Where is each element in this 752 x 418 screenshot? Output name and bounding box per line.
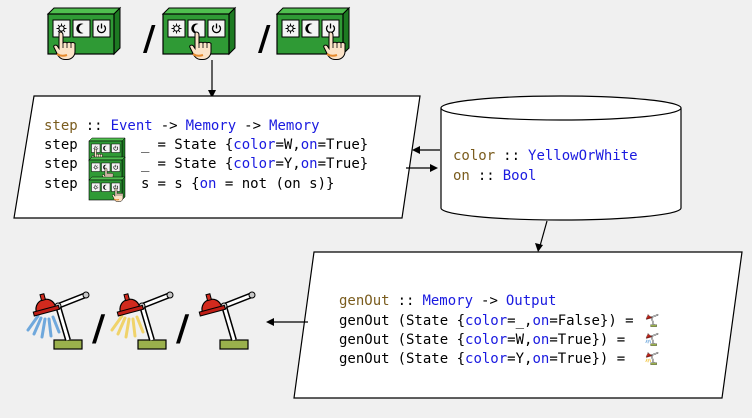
lamp-separator: / [176,308,190,349]
step-function-box: step::Event->Memory->Memory step _= Stat… [13,95,421,219]
step-line-3-fn: step [44,176,78,192]
lamp-off-icon [195,291,255,349]
panel-separator: / [258,19,271,59]
lamp-separator: / [92,308,106,349]
genout-line-2: genOut(State {color=W,on=True}) = [339,332,625,348]
memory-field-on: on::Bool [453,168,536,184]
step-line-3-rule: s= s {on = not (on s)} [141,176,334,192]
step-signature: step::Event->Memory->Memory [44,118,320,134]
control-panels-row: / / [47,7,350,61]
arrows-step-memory [406,146,440,172]
lamps-output-row: / / [28,291,255,349]
memory-field-color: color::YellowOrWhite [453,148,638,164]
lamp-yellow-light-icon [112,291,173,349]
mini-lamp-white-icon [644,332,659,347]
control-panel-sun-pressed [47,7,121,61]
panel-separator: / [143,19,156,59]
memory-cylinder: color::YellowOrWhite on::Bool [440,95,682,221]
step-line-2-rule: _= State {color=Y,on=True} [141,156,368,172]
mini-lamp-yellow-icon [644,351,659,366]
control-panel-moon-pressed [162,7,236,61]
genout-line-1: genOut(State {color=_,on=False}) = [339,313,634,329]
genout-line-3: genOut(State {color=Y,on=True}) = [339,351,625,367]
arrow-panel-to-step [208,60,216,98]
arrow-memory-to-genout [535,220,548,252]
step-line-1-fn: step [44,137,78,153]
control-panel-power-pressed [276,7,350,61]
genout-signature: genOut::Memory->Output [339,293,556,309]
genout-function-box: genOut::Memory->Output genOut(State {col… [293,251,743,399]
lamp-white-light-icon [28,291,89,349]
mini-panel-power-pressed [88,176,126,203]
arrow-genout-to-lamps [266,318,308,326]
step-line-2-fn: step [44,156,78,172]
step-line-1-rule: _= State {color=W,on=True} [141,137,368,153]
